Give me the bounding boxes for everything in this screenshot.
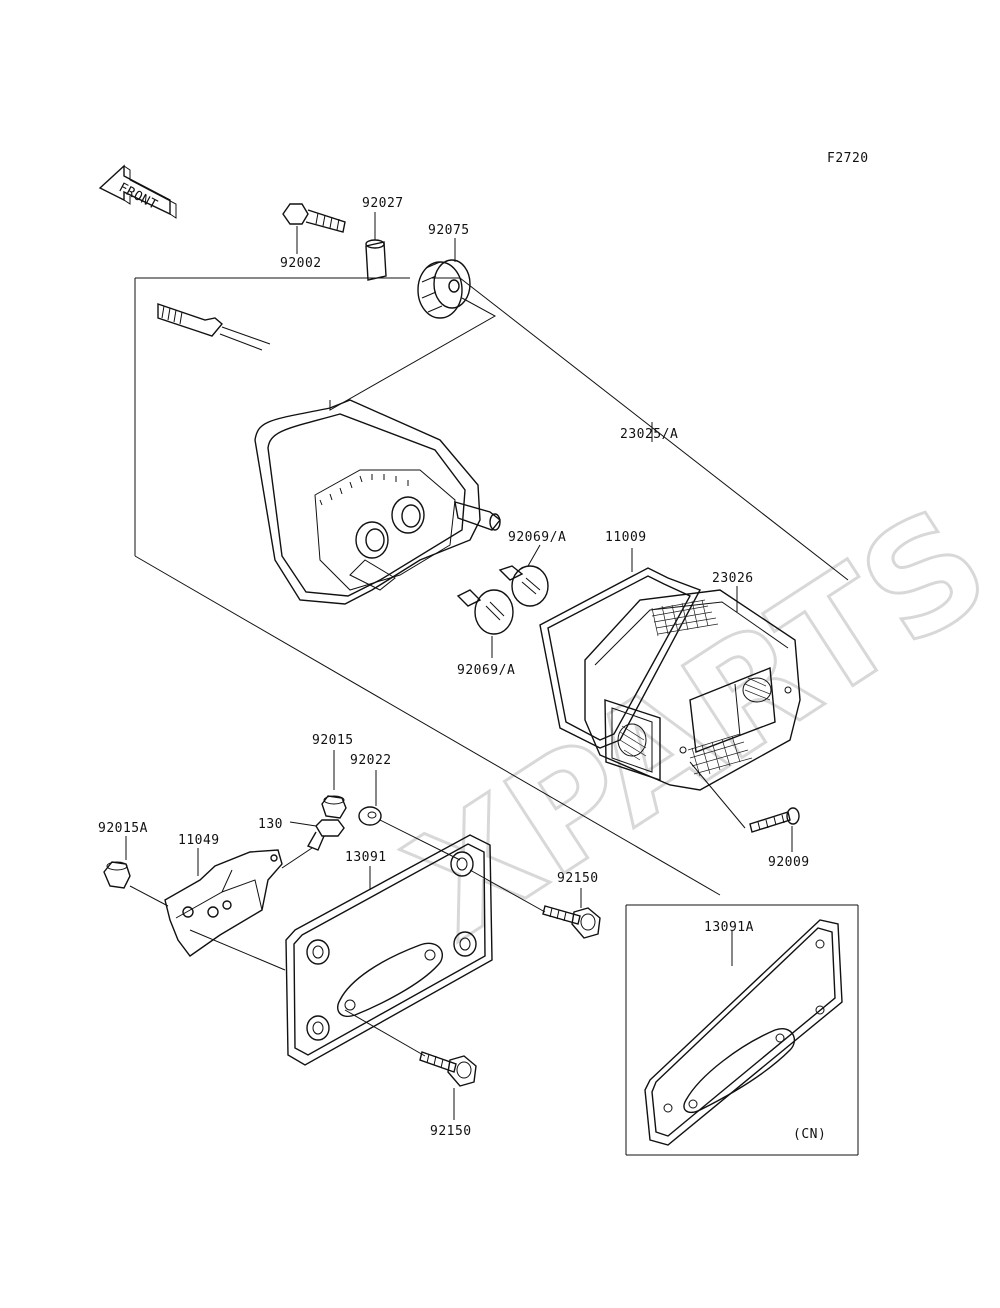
label-11049: 11049 — [178, 833, 220, 848]
label-13091a: 13091A — [704, 920, 754, 935]
front-arrow-icon: FRONT — [98, 164, 177, 219]
screw-92009[interactable] — [749, 807, 800, 833]
label-13091: 13091 — [345, 850, 387, 865]
bolt-92002[interactable] — [282, 203, 346, 233]
cn-variant-box — [625, 904, 859, 1156]
bulb-92069a-lower[interactable] — [456, 589, 514, 635]
bulb-92069a-upper[interactable] — [498, 565, 549, 607]
bolt-130[interactable] — [306, 819, 345, 851]
lens-grid-bottom — [687, 733, 753, 777]
tail-light-housing[interactable] — [157, 303, 501, 605]
watermark: XPARTS — [380, 475, 1000, 973]
label-92015a: 92015A — [98, 821, 148, 836]
license-bracket-13091a[interactable] — [644, 919, 843, 1146]
washer-92022[interactable] — [358, 806, 382, 826]
label-92022: 92022 — [350, 753, 392, 768]
label-23026: 23026 — [712, 571, 754, 586]
label-11009: 11009 — [605, 530, 647, 545]
front-arrow-label: FRONT — [116, 180, 160, 213]
label-92002: 92002 — [280, 256, 322, 271]
grommet-92075[interactable] — [417, 259, 471, 319]
variant-note: (CN) — [793, 1127, 826, 1142]
bolt-92150-lower[interactable] — [419, 1051, 477, 1087]
label-92015: 92015 — [312, 733, 354, 748]
label-130: 130 — [258, 817, 283, 832]
label-92027: 92027 — [362, 196, 404, 211]
label-92075: 92075 — [428, 223, 470, 238]
label-92150-lower: 92150 — [430, 1124, 472, 1139]
lens-23026[interactable] — [584, 589, 801, 791]
label-23025A: 23025/A — [620, 427, 678, 442]
bolt-92150-right[interactable] — [542, 905, 601, 939]
collar-92027[interactable] — [365, 239, 387, 281]
nut-92015[interactable] — [321, 795, 347, 819]
bracket-11049[interactable] — [164, 849, 283, 957]
label-92009: 92009 — [768, 855, 810, 870]
label-92150-right: 92150 — [557, 871, 599, 886]
label-92069a-upper: 92069/A — [508, 530, 566, 545]
figure-code: F2720 — [827, 151, 869, 166]
license-bracket-13091[interactable] — [285, 834, 493, 1066]
gasket-11009[interactable] — [539, 567, 701, 749]
assembly-outline — [134, 277, 849, 896]
label-92069a-lower: 92069/A — [457, 663, 515, 678]
nut-92015a[interactable] — [103, 861, 131, 889]
lens-grid-top — [649, 599, 719, 637]
